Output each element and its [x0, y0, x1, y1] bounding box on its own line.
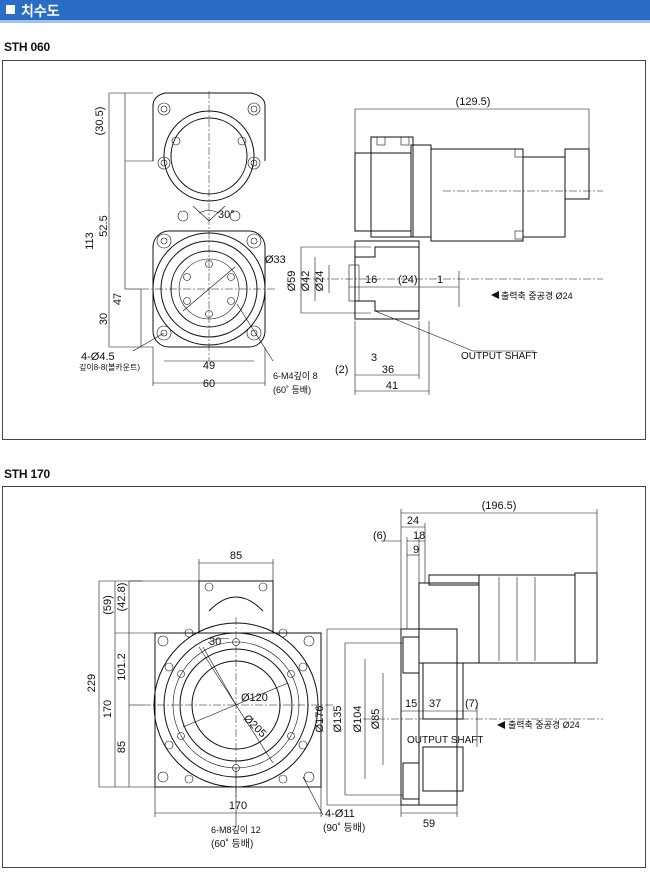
output-shaft-label: OUTPUT SHAFT [407, 735, 483, 746]
dim-7: (7) [465, 698, 478, 710]
holes-note: 4-Ø4.5 [81, 351, 115, 363]
drawing-sth170: 85 (59) (42.8) 101.2 229 170 85 30 Ø120 … [86, 500, 603, 850]
dim-170-horizontal: 170 [229, 800, 247, 812]
dim-30: 30 [98, 313, 110, 325]
dim-59: (59) [102, 595, 114, 615]
dim-phi-24: Ø24 [314, 271, 326, 292]
dim-229: 229 [86, 674, 98, 692]
model-title-sth170: STH 170 [4, 467, 50, 481]
dim-3: 3 [371, 352, 377, 364]
output-shaft-label: OUTPUT SHAFT [461, 351, 537, 362]
dim-52-5: 52.5 [98, 215, 110, 236]
dim-phi-42: Ø42 [300, 271, 312, 292]
holes-note-sub: 깊이8-8(볼카운트) [79, 362, 140, 372]
dim-30-5: (30.5) [94, 107, 106, 136]
side-view-sth170 [326, 509, 603, 817]
dim-36: 36 [382, 364, 394, 376]
dim-42-8: (42.8) [116, 583, 128, 612]
dim-37: 37 [429, 698, 441, 710]
dim-phi-33: Ø33 [265, 254, 286, 266]
dim-60: 60 [203, 378, 215, 390]
drawing-panel-sth060: (30.5) 113 52.5 47 30 49 60 30° Ø33 4-Ø4… [2, 60, 646, 440]
dim-85-vertical: 85 [116, 741, 128, 753]
dim-2: (2) [335, 364, 348, 376]
dim-phi-85: Ø85 [370, 709, 382, 730]
dim-angle-30: 30° [218, 209, 235, 221]
holes-note-sub: (90˚ 등배) [323, 822, 365, 834]
dim-phi-104: Ø104 [352, 706, 364, 733]
section-header: 치수도 [0, 0, 650, 23]
dim-6: (6) [373, 530, 386, 542]
tap-note: 6-M8깊이 12 [211, 824, 261, 835]
dim-59-side: 59 [423, 818, 435, 830]
dim-18: 18 [413, 530, 425, 542]
drawing-panel-sth170: 85 (59) (42.8) 101.2 229 170 85 30 Ø120 … [2, 486, 646, 868]
tap-note: 6-M4깊이 8 [273, 370, 318, 381]
hollow-shaft-note: 출력축 중공경 Ø24 [508, 719, 580, 730]
model-title-sth060: STH 060 [4, 40, 50, 54]
dim-49: 49 [203, 360, 215, 372]
dim-85-top: 85 [230, 550, 242, 562]
dim-47: 47 [112, 293, 124, 305]
dim-phi-176: Ø176 [314, 706, 326, 733]
dim-9: 9 [413, 544, 419, 556]
dim-24: 24 [407, 515, 419, 527]
front-view-sth170 [98, 559, 333, 827]
dim-16: 16 [365, 274, 377, 286]
dim-phi-205: Ø205 [241, 713, 269, 741]
tap-note-sub: (60˚ 등배) [273, 385, 311, 395]
dim-phi-120: Ø120 [241, 692, 268, 704]
dim-41: 41 [386, 380, 398, 392]
dim-170-vertical: 170 [102, 700, 114, 718]
dim-15: 15 [405, 698, 417, 710]
dim-101-2: 101.2 [116, 653, 128, 681]
square-bullet-icon [6, 5, 15, 14]
side-view-sth060 [300, 108, 603, 395]
dim-1: 1 [437, 274, 443, 286]
dim-196-5: (196.5) [482, 500, 517, 512]
dim-24: (24) [398, 274, 418, 286]
hollow-shaft-note: 출력축 중공경 Ø24 [501, 290, 573, 301]
dim-phi-135: Ø135 [332, 706, 344, 733]
section-title: 치수도 [21, 3, 60, 19]
dim-phi-59: Ø59 [286, 271, 298, 292]
dim-113: 113 [84, 232, 96, 250]
drawing-sth060: (30.5) 113 52.5 47 30 49 60 30° Ø33 4-Ø4… [79, 91, 603, 395]
front-view-sth060 [108, 91, 277, 386]
dim-overall-length: (129.5) [456, 96, 491, 108]
dim-angle-30: 30 [209, 636, 221, 648]
tap-note-sub: (60˚ 등배) [211, 838, 253, 850]
holes-note: 4-Ø11 [325, 808, 355, 820]
